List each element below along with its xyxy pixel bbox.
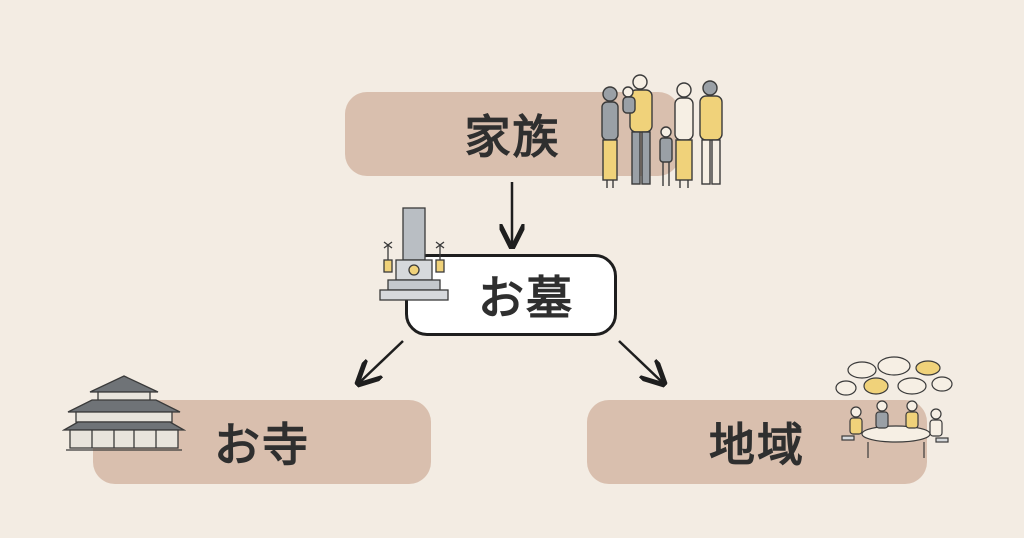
node-grave: お墓 <box>405 254 617 336</box>
node-grave-label: お墓 <box>478 271 574 325</box>
temple-illustration-icon <box>62 375 186 451</box>
node-community: 地域 <box>587 400 927 484</box>
community-meeting-illustration-icon <box>835 356 953 458</box>
arrow-grave-to-temple <box>360 340 404 382</box>
node-community-label: 地域 <box>709 418 805 472</box>
node-family-label: 家族 <box>464 110 561 164</box>
arrow-grave-to-community <box>618 340 662 382</box>
gravestone-illustration-icon <box>379 207 449 301</box>
family-illustration-icon <box>601 74 723 188</box>
node-temple-label: お寺 <box>214 418 310 472</box>
